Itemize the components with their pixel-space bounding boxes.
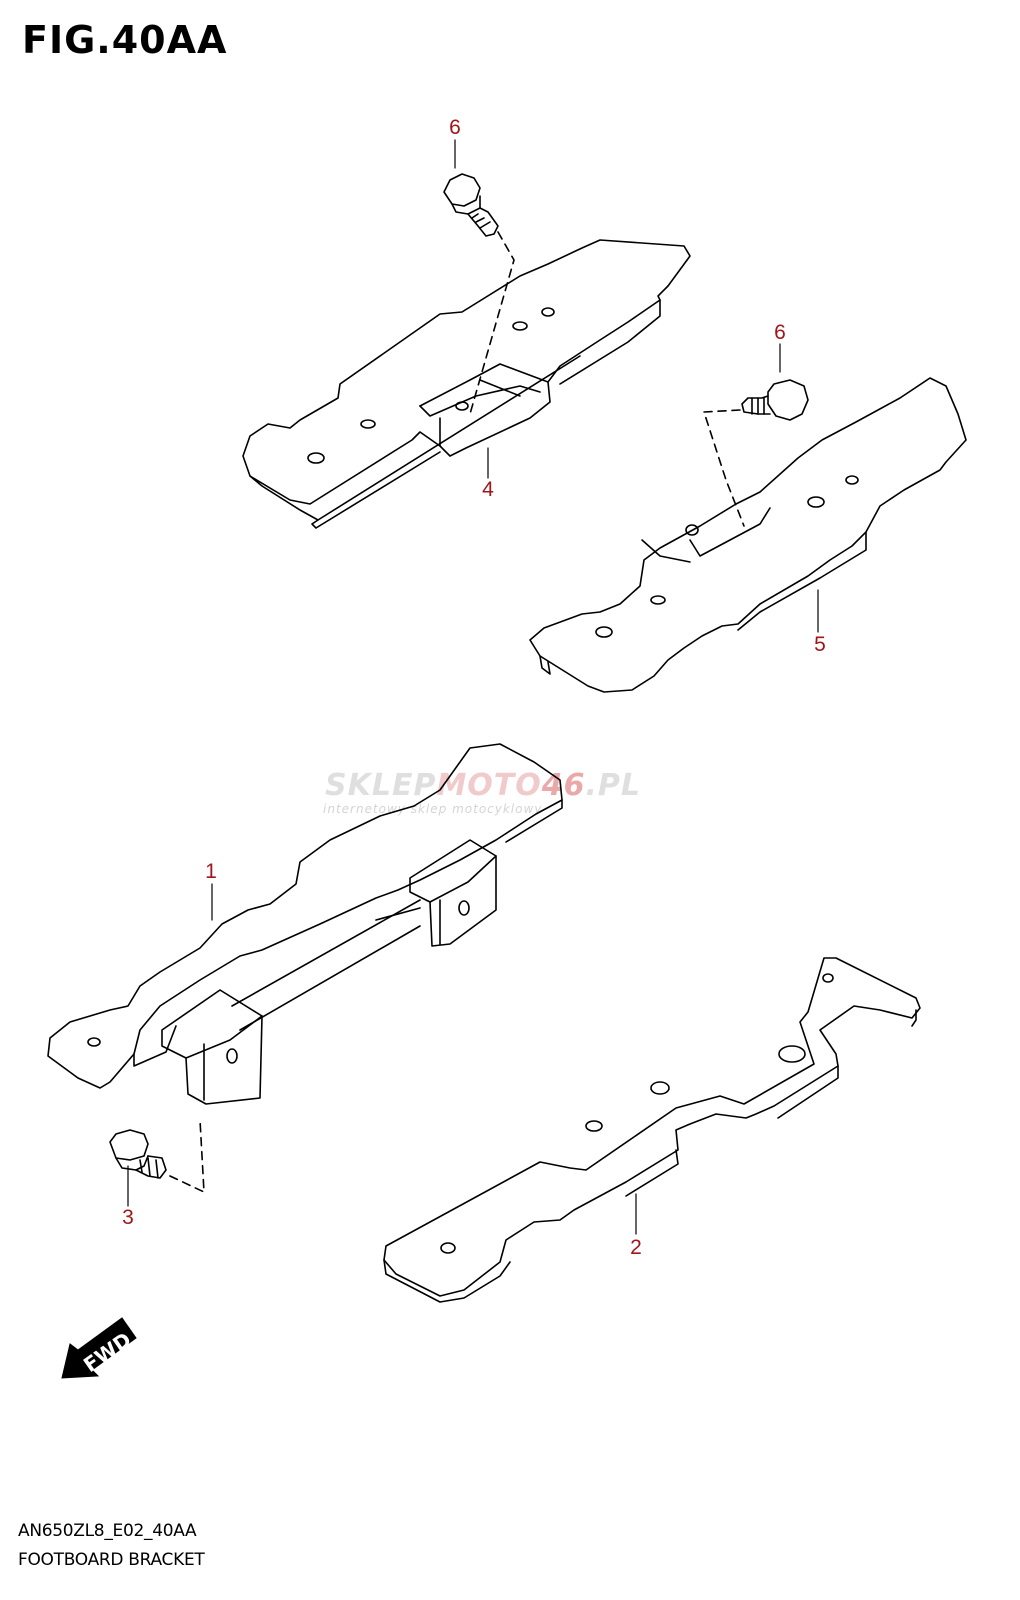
- bracket-part-5: [529, 377, 967, 693]
- watermark-brand-left: SKLEP: [325, 768, 436, 803]
- watermark-brand-tld: .PL: [586, 768, 642, 803]
- callout-2[interactable]: 2: [630, 1236, 642, 1259]
- fwd-direction-arrow: FWD: [61, 1317, 137, 1379]
- bracket-part-1: [47, 743, 563, 1105]
- watermark: SKLEPMOTO46.PL internetowy sklep motocyk…: [323, 768, 641, 816]
- watermark-brand-mid: MOTO: [436, 768, 541, 803]
- watermark-brand-num: 46: [541, 768, 586, 803]
- callout-1[interactable]: 1: [205, 860, 217, 883]
- bolt-part-6-upper: [443, 173, 515, 415]
- figure-code: AN650ZL8_E02_40AA: [18, 1521, 197, 1541]
- watermark-tagline: internetowy sklep motocyklowy: [323, 802, 542, 816]
- bracket-part-4: [242, 239, 691, 529]
- leader-lines: [127, 139, 819, 1235]
- callout-3[interactable]: 3: [122, 1206, 134, 1229]
- callout-5[interactable]: 5: [814, 633, 826, 656]
- callout-6-upper[interactable]: 6: [449, 116, 461, 139]
- svg-text:SKLEPMOTO46.PL: SKLEPMOTO46.PL: [325, 768, 641, 803]
- figure-title: FIG.40AA: [22, 18, 228, 62]
- bolt-part-6-right: [703, 379, 809, 527]
- figure-name: FOOTBOARD BRACKET: [18, 1550, 205, 1570]
- bolt-part-3: [109, 1119, 205, 1193]
- callout-4[interactable]: 4: [482, 478, 494, 501]
- callout-6-right[interactable]: 6: [774, 321, 786, 344]
- bracket-part-2: [383, 957, 921, 1303]
